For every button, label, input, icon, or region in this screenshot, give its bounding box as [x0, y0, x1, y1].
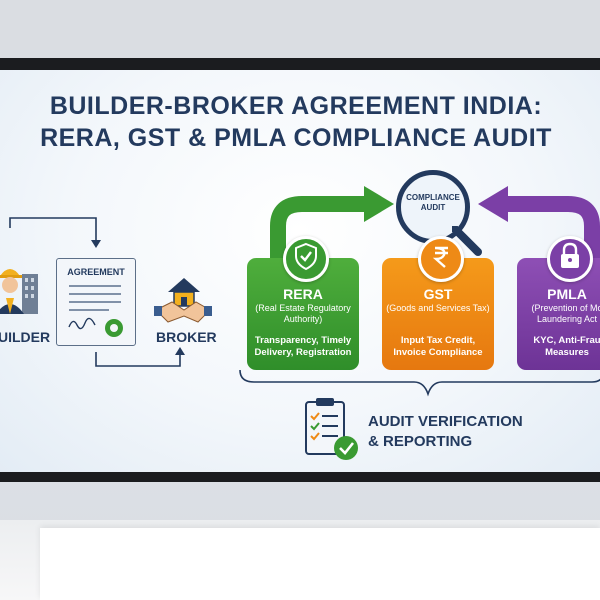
magnifier-label-line-2: AUDIT: [420, 203, 446, 212]
pmla-description: KYC, Anti-Frau Measures: [533, 335, 600, 358]
pmla-subtitle: (Prevention of Mo Laundering Act: [531, 303, 600, 324]
builder-label: UILDER: [0, 329, 51, 345]
rera-card: RERA (Real Estate Regulatory Authority) …: [247, 236, 359, 370]
gst-description: Input Tax Credit, Invoice Compliance: [393, 335, 483, 358]
builder-avatar-icon: [0, 269, 38, 314]
doc-line: [69, 309, 109, 311]
broker-label: BROKER: [156, 329, 217, 345]
green-arrow-icon: [270, 186, 394, 258]
checklist-icon: [305, 398, 358, 460]
gst-card: GST (Goods and Services Tax) Input Tax C…: [382, 236, 494, 370]
magnifier-handle-icon: [452, 226, 482, 256]
rera-subtitle: (Real Estate Regulatory Authority): [255, 303, 351, 324]
shield-check-icon: [283, 236, 329, 282]
magnifier-label-line-1: COMPLIANCE: [406, 193, 460, 202]
seal-gear-icon: [105, 319, 123, 337]
gst-subtitle: (Goods and Services Tax): [386, 303, 490, 313]
result-line-2: & REPORTING: [368, 433, 473, 450]
agreement-label: AGREEMENT: [67, 267, 125, 277]
agreement-document: AGREEMENT: [56, 258, 136, 346]
pmla-name: PMLA: [547, 286, 587, 302]
infographic-screen: BUILDER-BROKER AGREEMENT INDIA: RERA, GS…: [0, 70, 600, 472]
flow-connectors: [9, 217, 600, 397]
doc-line: [69, 293, 121, 295]
background-wall: [0, 0, 600, 60]
purple-arrow-icon: [478, 186, 600, 258]
title-line-1: BUILDER-BROKER AGREEMENT INDIA:: [49, 92, 543, 120]
pmla-card: PMLA (Prevention of Mo Laundering Act KY…: [517, 236, 600, 370]
rupee-icon: [418, 236, 464, 282]
rera-name: RERA: [283, 286, 323, 302]
broker-handshake-icon: [154, 278, 212, 323]
gst-name: GST: [423, 286, 453, 302]
signature-icon: [68, 317, 96, 330]
padlock-icon: [547, 236, 593, 282]
rera-description: Transparency, Timely Delivery, Registrat…: [254, 335, 352, 358]
doc-line: [69, 285, 121, 287]
audit-result-text: AUDIT VERIFICATION & REPORTING: [368, 412, 523, 452]
result-line-1: AUDIT VERIFICATION: [368, 413, 523, 430]
doc-line: [69, 301, 121, 303]
table-surface: [40, 528, 600, 600]
title-line-2: RERA, GST & PMLA COMPLIANCE AUDIT: [40, 124, 552, 152]
